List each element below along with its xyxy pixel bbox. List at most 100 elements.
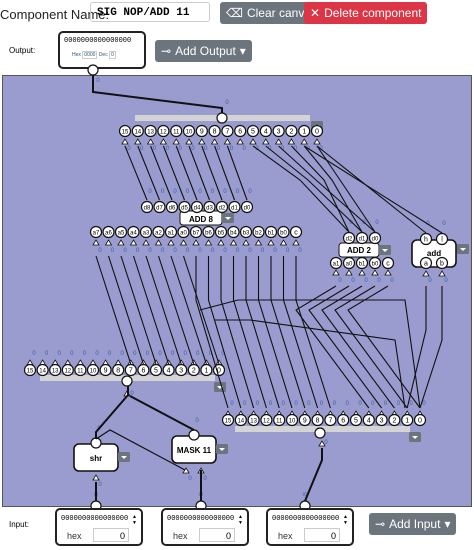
splitter-low-pin-value-7: 0 bbox=[333, 401, 337, 407]
splitter-mid-pin-10-label: 10 bbox=[90, 369, 97, 375]
add2-in-arrow-c bbox=[384, 269, 392, 276]
splitter-top-pin-4 bbox=[259, 124, 272, 138]
input-label: Input: bbox=[9, 520, 30, 529]
input-box-2[interactable]: 0000000000000000 ▲▼ hex 0 bbox=[161, 508, 249, 546]
splitter-mid-pin-13 bbox=[49, 363, 62, 377]
input-value[interactable]: 0 bbox=[93, 528, 129, 542]
spinner-icon[interactable]: ▲▼ bbox=[343, 514, 348, 526]
splitter-low-pin-10 bbox=[285, 413, 299, 427]
output-connector bbox=[87, 64, 99, 76]
splitter-mid-pin-value-4: 0 bbox=[171, 351, 175, 357]
splitter-low-pin-value-14: 0 bbox=[243, 401, 247, 407]
spinner-icon[interactable]: ▲▼ bbox=[238, 514, 243, 526]
splitter-top-arrow-15 bbox=[121, 138, 129, 145]
wire-top-add8-0 bbox=[124, 145, 148, 201]
add8-in-value-a4: 0 bbox=[136, 248, 140, 254]
splitter-mid-pin-6 bbox=[137, 363, 150, 377]
splitter-low-pin-value-12: 0 bbox=[269, 401, 273, 407]
add8-in-value-b4: 0 bbox=[236, 248, 240, 254]
splitter-top-pin-7-label: 7 bbox=[225, 129, 229, 136]
output-box[interactable]: 0000000000000000 Hex 0000 Dec 0 bbox=[58, 31, 146, 69]
add8-in-value-b3: 0 bbox=[248, 248, 252, 254]
splitter-low-pin-4 bbox=[362, 413, 375, 427]
add8-in-value-a1: 0 bbox=[173, 248, 177, 254]
clear-canvas-button[interactable]: ⌫ Clear canvas bbox=[220, 2, 323, 24]
splitter-mid-pin-5 bbox=[149, 363, 163, 377]
splitter-top-arrow-7 bbox=[223, 138, 232, 145]
splitter-low-pin-value-11: 0 bbox=[282, 401, 286, 407]
output-wire bbox=[92, 75, 223, 113]
add8-out-d5 bbox=[178, 200, 191, 214]
splitter-low-pin-value-2: 0 bbox=[397, 401, 401, 407]
circuit-canvas[interactable] bbox=[2, 75, 472, 507]
add-in-arrow-a bbox=[422, 270, 430, 277]
add8-in-b1 bbox=[264, 225, 278, 239]
add8-in-arrow-a2 bbox=[154, 239, 163, 246]
add8-in-b3-label: b3 bbox=[243, 231, 250, 237]
add-in-a bbox=[419, 256, 433, 270]
wire-add8-mid-a5 bbox=[120, 255, 157, 365]
add2-out-d0 bbox=[368, 231, 382, 245]
splitter-low-pin-value-10: 0 bbox=[294, 401, 298, 407]
splitter-mid-pin-2-label: 2 bbox=[192, 368, 196, 375]
add8-in-a2-label: a2 bbox=[155, 231, 162, 237]
splitter-low-in-arrow bbox=[318, 440, 326, 447]
splitter-top-arrow-0 bbox=[313, 138, 321, 145]
add-in-b-label: b bbox=[440, 261, 444, 268]
input-value[interactable]: 0 bbox=[304, 528, 340, 542]
add2-in-arrow-a1 bbox=[332, 269, 340, 276]
splitter-low-pin-3 bbox=[375, 413, 388, 427]
input-value[interactable]: 0 bbox=[199, 528, 235, 542]
wire-top-add-h bbox=[316, 145, 427, 234]
add2-in-b0 bbox=[368, 256, 382, 270]
splitter-low-pin-5 bbox=[349, 413, 363, 427]
input-box-1[interactable]: 0000000000000000 ▲▼ hex 0 bbox=[55, 508, 143, 546]
add-input-button[interactable]: ⊸ Add Input ▾ bbox=[369, 513, 457, 535]
add8-in-value-c: 0 bbox=[298, 248, 302, 254]
add-in-value-a: 0 bbox=[428, 278, 432, 284]
component-name-input[interactable]: SIG NOP/ADD 11 bbox=[90, 2, 210, 22]
add2-out-d0-label: d0 bbox=[372, 237, 379, 243]
splitter-low-in bbox=[314, 427, 326, 439]
splitter-mid-pin-3-label: 3 bbox=[179, 368, 183, 375]
splitter-top-pin-6 bbox=[234, 124, 247, 138]
input-box-3[interactable]: 0000000000000000 ▲▼ hex 0 bbox=[266, 508, 354, 546]
add2-in-b1-label: b1 bbox=[359, 262, 366, 268]
splitter-mid-pin-12-label: 12 bbox=[64, 369, 71, 375]
splitter-top-pin-12 bbox=[157, 124, 170, 138]
splitter-low-pin-7-label: 7 bbox=[328, 418, 332, 425]
dec-value: 0 bbox=[109, 51, 116, 59]
add8-out-value-d6: 0 bbox=[173, 189, 177, 195]
splitter-top-pin-3 bbox=[272, 124, 285, 138]
add8-in-value-b1: 0 bbox=[273, 248, 277, 254]
splitter-low-pin-8-label: 8 bbox=[316, 418, 320, 425]
splitter-mid-pin-4-label: 4 bbox=[167, 368, 171, 375]
splitter-mid-pin-value-11: 0 bbox=[83, 351, 87, 357]
add8-in-value-b2: 0 bbox=[261, 248, 265, 254]
splitter-top-arrow-13 bbox=[146, 138, 155, 145]
wire-add8-low-b5 bbox=[220, 256, 255, 409]
splitter-top-pin-12-label: 12 bbox=[160, 130, 167, 136]
delete-component-button[interactable]: ✕ Delete component bbox=[304, 2, 428, 24]
add2-in-a0 bbox=[342, 256, 356, 270]
wire-add2-low-b0 bbox=[334, 285, 408, 409]
splitter-top-pin-4-label: 4 bbox=[264, 129, 268, 136]
splitter-top-arrow-1 bbox=[300, 138, 308, 145]
add2-in-arrow-b0 bbox=[371, 269, 379, 276]
splitter-low-pin-value-15: 0 bbox=[230, 401, 234, 407]
add-output-button[interactable]: ⊸ Add Output ▾ bbox=[155, 40, 252, 62]
spinner-icon[interactable]: ▲▼ bbox=[132, 514, 137, 526]
splitter-low-pin-value-9: 0 bbox=[307, 401, 311, 407]
add8-out-d1-label: d1 bbox=[231, 206, 238, 212]
wire-top-add8-8 bbox=[226, 145, 248, 201]
add8-out-value-d0: 0 bbox=[248, 189, 252, 195]
clear-canvas-label: Clear canvas bbox=[246, 6, 317, 20]
splitter-top-pin-8-label: 8 bbox=[213, 129, 217, 136]
add8-out-d7-label: d7 bbox=[156, 206, 163, 212]
add8-in-value-a0: 0 bbox=[186, 248, 190, 254]
add8-in-c-label: c bbox=[294, 230, 298, 237]
splitter-mid-pin-14 bbox=[36, 363, 49, 377]
add8-out-d2-label: d2 bbox=[219, 206, 226, 212]
splitter-mid-pin-value-1: 0 bbox=[209, 351, 213, 357]
hex-label: hex bbox=[67, 531, 82, 541]
